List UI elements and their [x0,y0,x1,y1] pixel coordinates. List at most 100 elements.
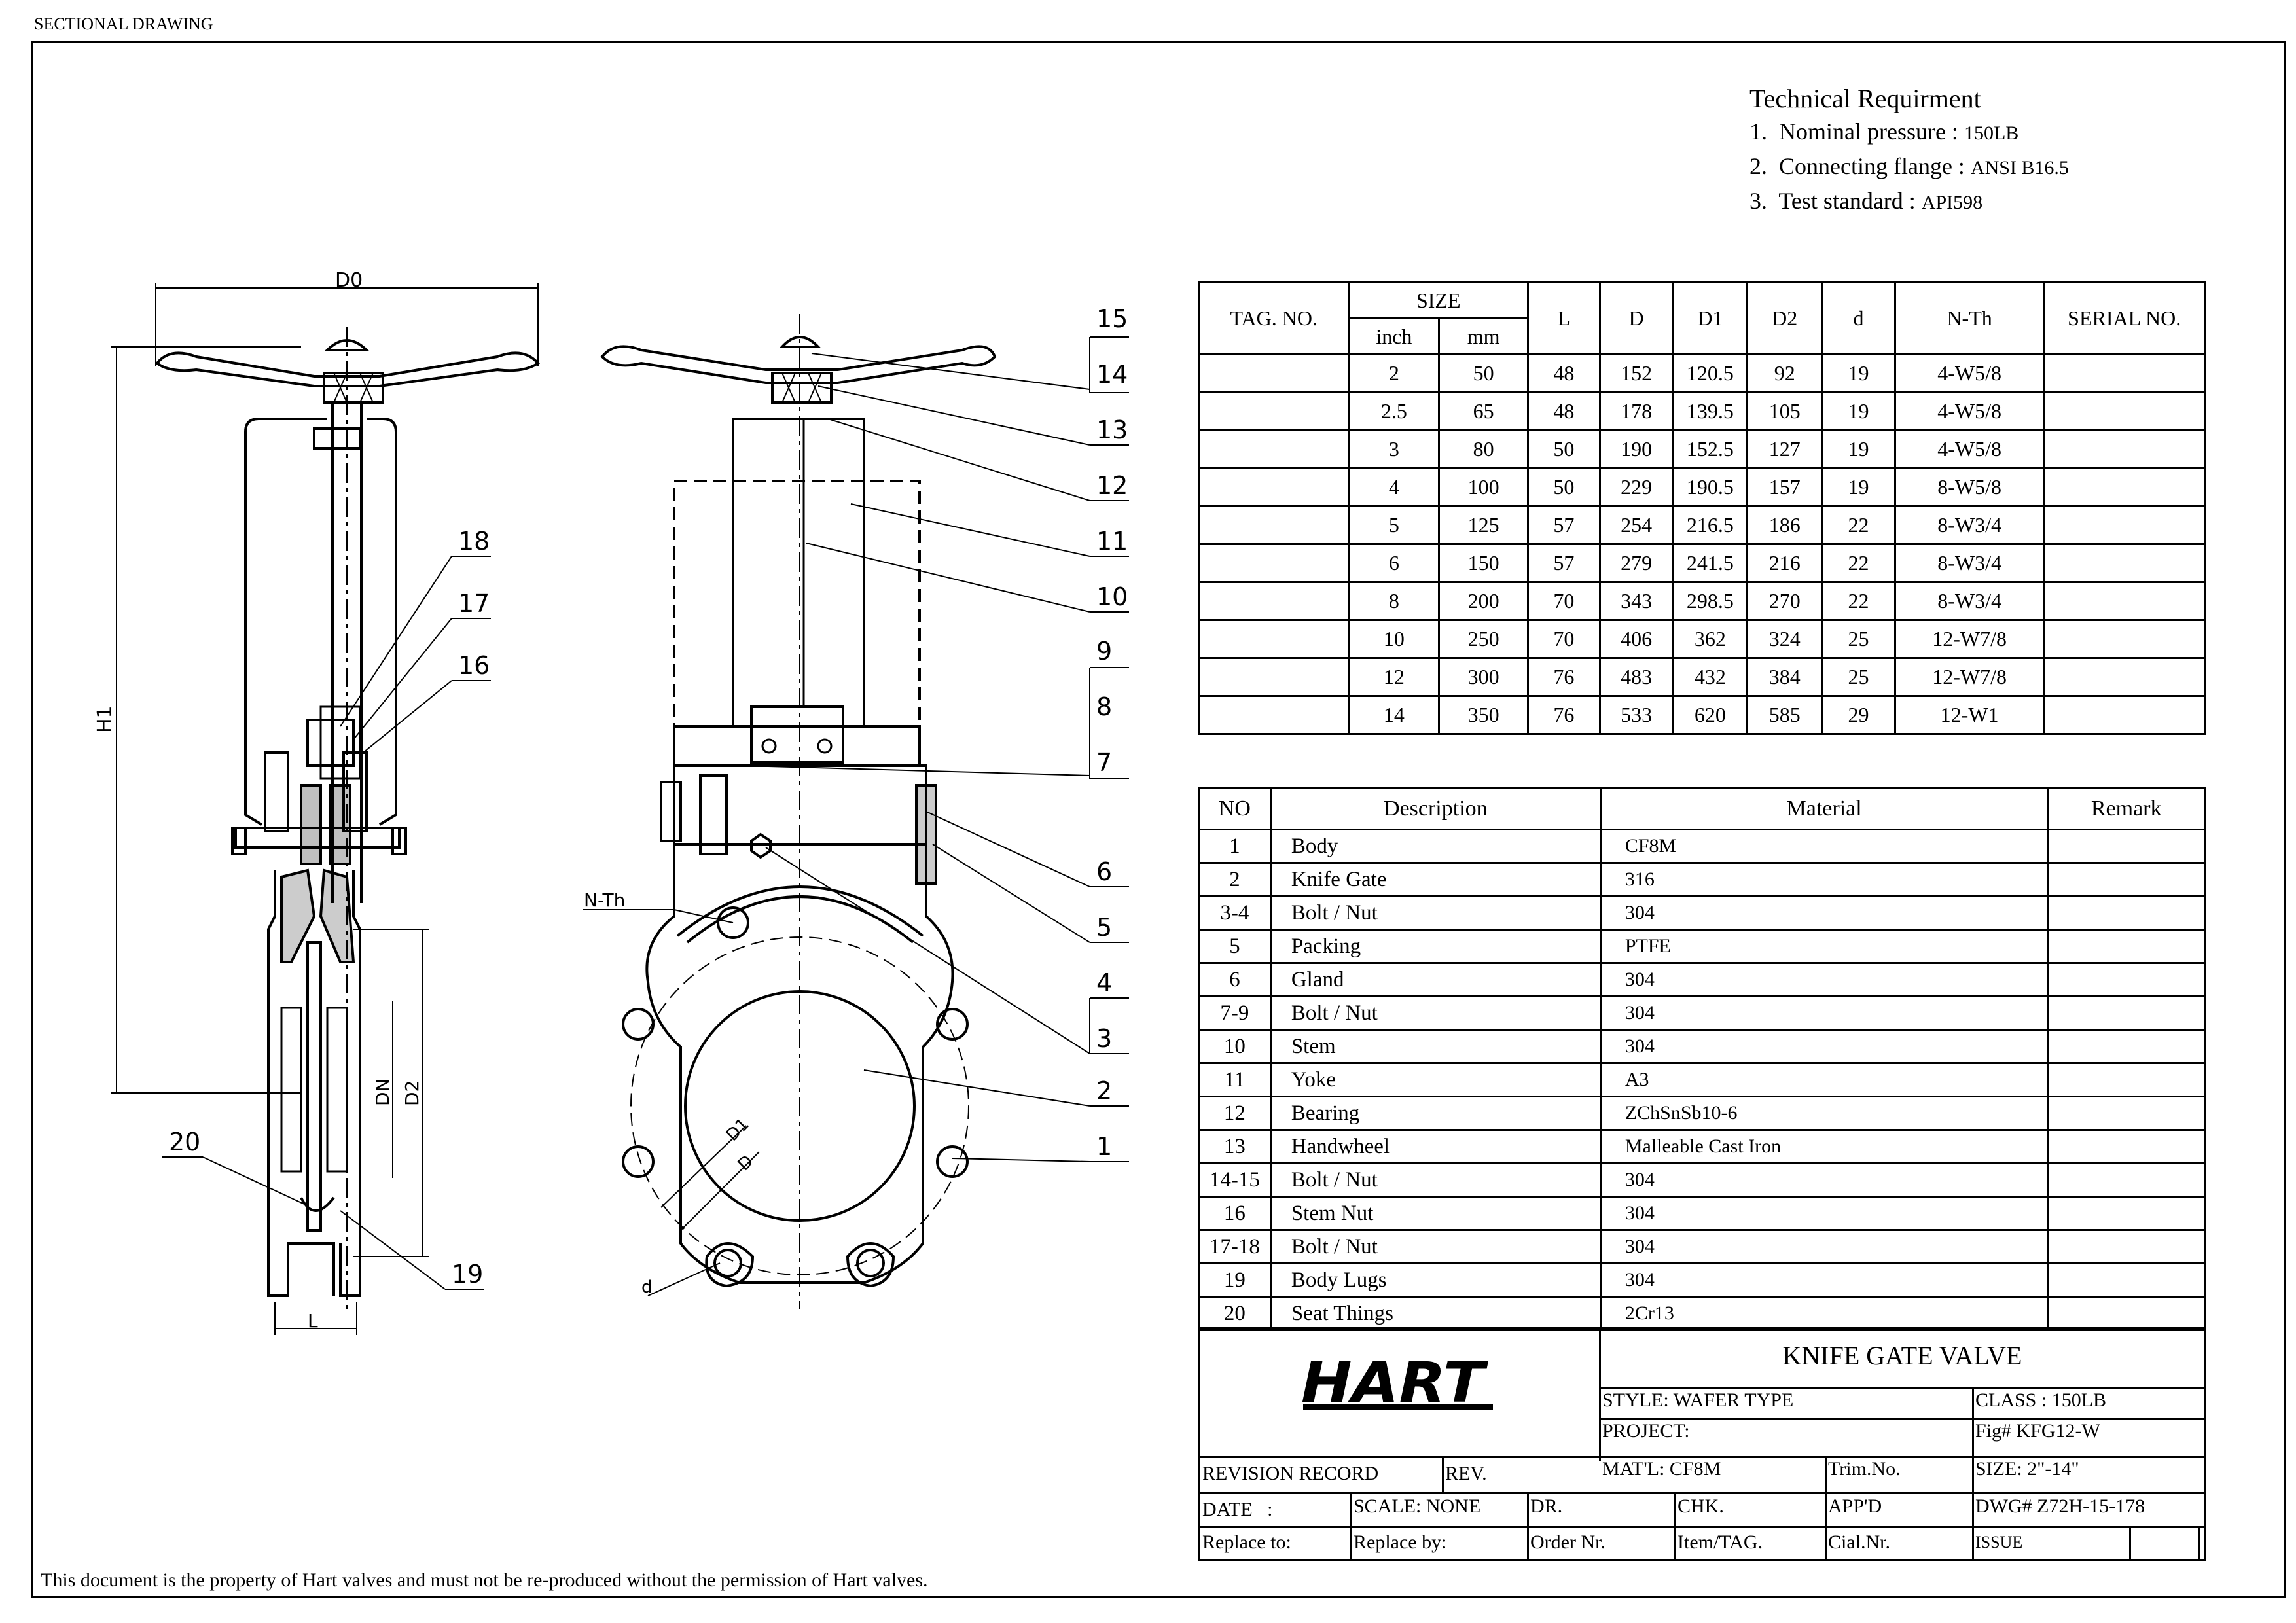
cell-tag [1197,429,1350,469]
cell-tag [1197,505,1350,545]
table-cell: 190.5 [1672,467,1749,507]
col-header-material: Material [1599,787,2049,830]
table-cell: Packing [1269,929,1602,964]
appd-field: APP'D [1828,1495,1882,1517]
table-cell: 48 [1526,391,1601,431]
tech-item-1: 1. Nominal pressure : 150LB [1749,115,2069,150]
table-cell: 304 [1599,1162,2049,1198]
front-half-section-view: D1 D d N-Th [583,314,1129,1309]
col-header-d2: D2 [1746,281,1823,355]
dim-l-label: L [308,1310,318,1332]
callout-6: 6 [1096,857,1112,886]
side-section-view: D0 H1 [94,269,540,1335]
table-cell: 19 [1198,1262,1272,1298]
table-cell: 270 [1746,581,1823,621]
callout-8: 8 [1096,692,1112,721]
table-cell: 50 [1438,353,1529,393]
col-header-d1: D1 [1672,281,1749,355]
callout-7: 7 [1096,748,1112,777]
table-cell: Bolt / Nut [1269,995,1602,1031]
table-cell: Seat Things [1269,1296,1602,1331]
table-cell: 11 [1198,1062,1272,1097]
tech-item-value: API598 [1921,192,1983,213]
cell-serial [2043,467,2206,507]
hart-logo: HART [1301,1350,1493,1416]
table-cell: 178 [1598,391,1674,431]
footer-disclaimer: This document is the property of Hart va… [41,1569,928,1591]
table-cell: Bolt / Nut [1269,1162,1602,1198]
table-cell: 2.5 [1348,391,1441,431]
callout-16: 16 [458,651,490,680]
table-cell: 241.5 [1672,543,1749,583]
table-cell: 92 [1746,353,1823,393]
table-cell: 120.5 [1672,353,1749,393]
table-cell: 362 [1672,619,1749,659]
col-header-l: L [1526,281,1601,355]
cell-remark [2047,929,2206,964]
table-cell: 14-15 [1198,1162,1272,1198]
trim-field: Trim.No. [1828,1458,1901,1480]
table-cell: 12-W7/8 [1893,619,2045,659]
dwg-number: DWG# Z72H-15-178 [1975,1495,2145,1517]
table-cell: 304 [1599,1029,2049,1064]
col-header-mm: mm [1438,317,1529,355]
col-header-inch: inch [1348,317,1441,355]
table-cell: 2 [1198,862,1272,897]
cell-remark [2047,962,2206,997]
table-cell: 8-W3/4 [1893,543,2045,583]
table-cell: 343 [1598,581,1674,621]
cial-field: Cial.Nr. [1828,1531,1890,1553]
callout-2: 2 [1096,1077,1112,1105]
cell-remark [2047,1196,2206,1231]
tech-item-value: ANSI B16.5 [1970,157,2069,179]
cell-remark [2047,1029,2206,1064]
table-cell: 4-W5/8 [1893,391,2045,431]
table-cell: 25 [1821,619,1896,659]
table-cell: 19 [1821,353,1896,393]
tech-item-value: 150LB [1964,122,2019,144]
size-dimension-table: TAG. NO. SIZE L D D1 D2 d N-Th SERIAL NO… [1197,281,2206,735]
table-cell: Malleable Cast Iron [1599,1129,2049,1164]
cell-tag [1197,353,1350,393]
table-cell: 29 [1821,695,1896,735]
tech-item-label: Test standard : [1778,188,1916,214]
table-cell: 19 [1821,391,1896,431]
col-header-tag: TAG. NO. [1197,281,1350,355]
cell-serial [2043,543,2206,583]
table-cell: 8-W3/4 [1893,581,2045,621]
order-field: Order Nr. [1530,1531,1605,1553]
table-cell: 8-W5/8 [1893,467,2045,507]
table-cell: 304 [1599,895,2049,931]
callout-5: 5 [1096,913,1112,942]
cell-tag [1197,619,1350,659]
table-cell: 100 [1438,467,1529,507]
table-cell: 12-W1 [1893,695,2045,735]
table-cell: 22 [1821,505,1896,545]
cell-tag [1197,657,1350,697]
table-cell: 2Cr13 [1599,1296,2049,1331]
table-cell: Bolt / Nut [1269,895,1602,931]
table-cell: 16 [1198,1196,1272,1231]
table-cell: 8 [1348,581,1441,621]
table-cell: 483 [1598,657,1674,697]
cell-remark [2047,1129,2206,1164]
tech-item-3: 3. Test standard : API598 [1749,185,2069,219]
callout-17: 17 [458,589,490,618]
table-cell: 620 [1672,695,1749,735]
date-field: DATE : [1202,1499,1273,1521]
table-cell: 300 [1438,657,1529,697]
style-field: STYLE: WAFER TYPE [1602,1389,1794,1411]
table-cell: 250 [1438,619,1529,659]
cell-remark [2047,995,2206,1031]
table-cell: 12-W7/8 [1893,657,2045,697]
table-cell: 200 [1438,581,1529,621]
